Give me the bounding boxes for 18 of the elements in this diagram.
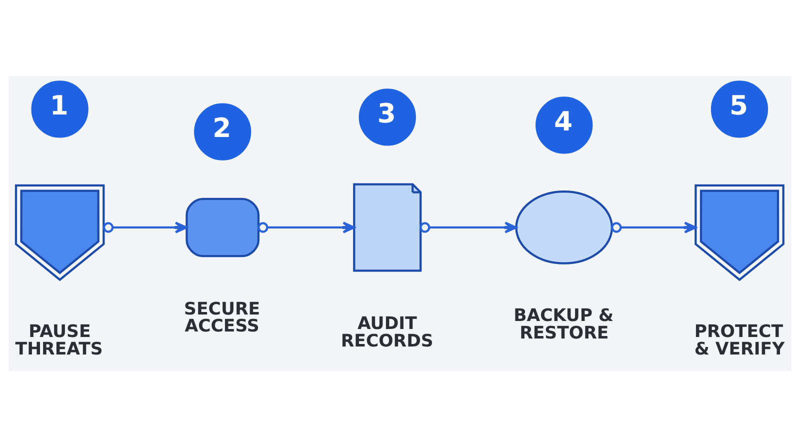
arrow [611, 221, 697, 233]
node-shield [694, 184, 784, 281]
node-cloud [515, 190, 614, 264]
node-circle: 4 [536, 96, 593, 154]
node-label: PAUSE THREATS [15, 321, 103, 359]
node-shield [14, 184, 105, 281]
node-circle: 1 [31, 80, 88, 138]
node-label: SECURE ACCESS [184, 298, 260, 336]
arrow [103, 221, 188, 233]
node-label: PROTECT & VERIFY [694, 321, 785, 359]
node-padlock [186, 197, 260, 257]
node-label: BACKUP & RESTORE [514, 306, 614, 343]
arrow [258, 221, 356, 233]
node-circle: 3 [358, 88, 416, 146]
arrow [420, 221, 518, 233]
node-circle: 5 [710, 80, 768, 138]
node-label: AUDIT RECORDS [340, 314, 434, 351]
node-circle: 2 [194, 102, 252, 160]
